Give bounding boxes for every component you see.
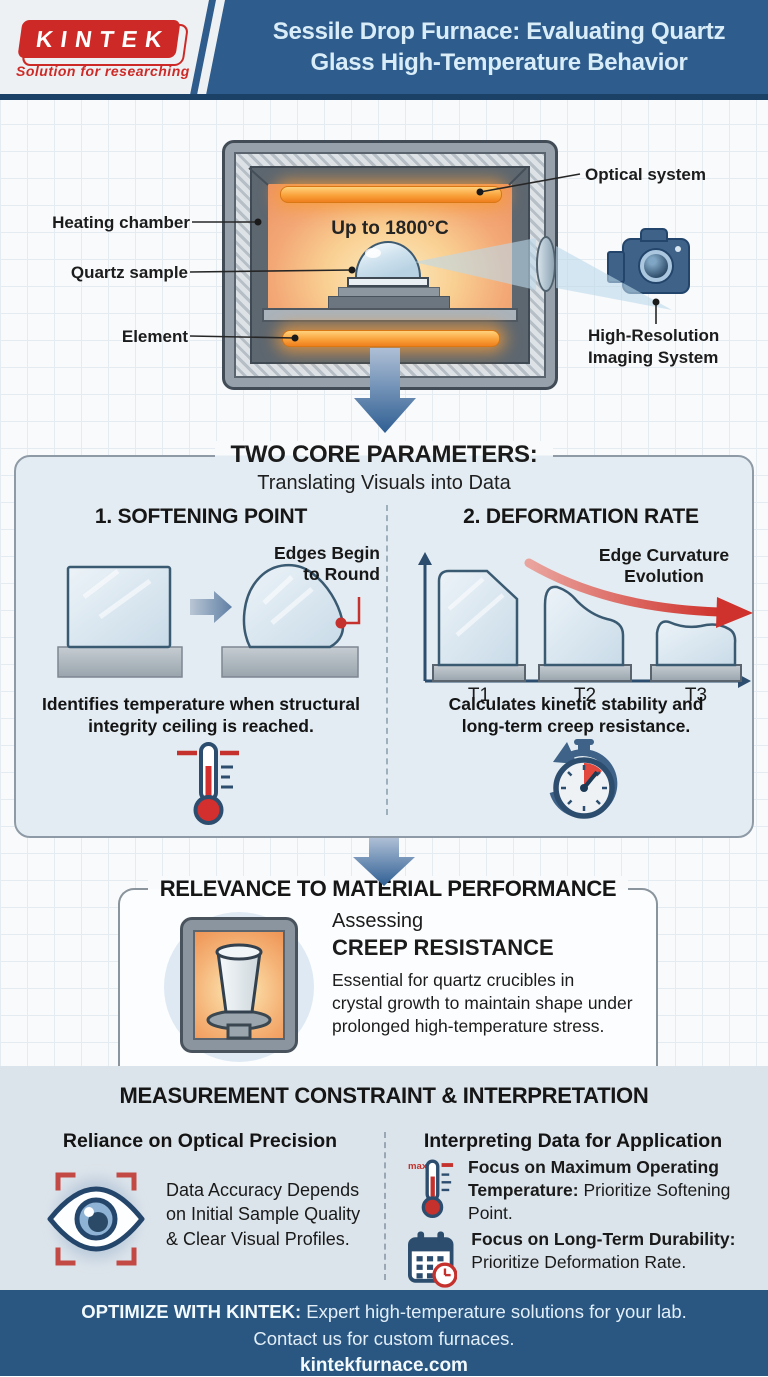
t1-highlight	[447, 577, 505, 637]
crucible-shape	[206, 943, 272, 1040]
curvature-evolution-arrow	[524, 558, 724, 617]
furnace-diagram: Up to 1800°C Heating chamber Quartz samp…	[0, 100, 768, 455]
deformation-description: Calculates kinetic stability and long-te…	[448, 694, 704, 737]
crucible-furnace-icon	[180, 917, 298, 1053]
measurement-title: MEASUREMENT CONSTRAINT & INTERPRETATION	[119, 1083, 649, 1108]
glass-block-before	[66, 565, 172, 649]
relevance-heading-prefix: Assessing	[332, 910, 424, 932]
y-axis-arrowhead	[418, 552, 432, 565]
max-label: max	[408, 1161, 428, 1172]
deformation-annotation: Edge Curvature Evolution	[598, 545, 730, 587]
sample-base-before	[57, 646, 183, 678]
relevance-heading-main: CREEP RESISTANCE	[332, 935, 554, 960]
logo-text: KINTEK	[34, 25, 172, 52]
label-heating-chamber: Heating chamber	[52, 213, 190, 232]
eye-icon	[47, 1172, 145, 1266]
camera-flash-dot	[675, 246, 681, 252]
blob-highlight	[262, 575, 314, 625]
softening-description: Identifies temperature when structural i…	[42, 694, 360, 737]
camera-icon	[607, 228, 690, 294]
interpreting-data-heading: Interpreting Data for Application	[423, 1130, 723, 1152]
softening-point-heading: 1. SOFTENING POINT	[94, 505, 308, 528]
relevance-panel: RELEVANCE TO MATERIAL PERFORMANCE Assess…	[118, 876, 658, 1068]
time-label-t3: T3	[684, 685, 708, 706]
logo-tagline: Solution for researching	[16, 63, 190, 79]
thermometer-icon	[177, 742, 239, 825]
core-parameters-subtitle: Translating Visuals into Data	[257, 472, 511, 494]
optical-lens	[536, 236, 556, 292]
t2-base	[538, 664, 632, 682]
header-blue-background	[205, 0, 768, 100]
stopwatch-icon	[549, 739, 618, 819]
optical-precision-description: Data Accuracy Depends on Initial Sample …	[166, 1180, 361, 1249]
temperature-label: Up to 1800°C	[331, 218, 449, 239]
kintek-logo: KINTEK	[17, 20, 181, 58]
dashed-divider	[384, 1132, 386, 1280]
footer-website: kintekfurnace.com	[300, 1355, 468, 1376]
t1-base	[432, 664, 526, 682]
relevance-text-block: Assessing CREEP RESISTANCE Essential for…	[332, 910, 647, 1037]
softening-point-diagram	[57, 564, 361, 678]
t3-sample-shape	[655, 620, 737, 667]
page-title: Sessile Drop Furnace: Evaluating Quartz …	[272, 17, 726, 76]
transition-arrow-icon	[190, 591, 232, 623]
curvature-arrowhead	[716, 597, 753, 628]
footer-contact: Contact us for custom furnaces.	[253, 1328, 515, 1349]
core-parameters-panel: TWO CORE PARAMETERS: Translating Visuals…	[14, 441, 754, 838]
camera-lens-ring	[638, 248, 674, 284]
header-underline	[0, 94, 768, 100]
furnace-outer-shell: Up to 1800°C	[222, 140, 558, 390]
time-label-t2: T2	[573, 685, 597, 706]
softening-annotation: Edges Begin to Round	[274, 543, 380, 585]
time-label-t1: T1	[467, 685, 491, 706]
glass-highlight	[82, 569, 152, 620]
sample-plate	[347, 277, 429, 287]
deformation-rate-heading: 2. DEFORMATION RATE	[463, 505, 699, 528]
label-quartz-sample: Quartz sample	[70, 263, 188, 282]
interpretation-item-durability: Focus on Long-Term Durability: Prioritiz…	[408, 1228, 748, 1290]
core-parameters-title: TWO CORE PARAMETERS:	[16, 441, 752, 469]
measurement-section: MEASUREMENT CONSTRAINT & INTERPRETATION …	[0, 1066, 768, 1290]
footer-banner: OPTIMIZE WITH KINTEK: Expert high-temper…	[0, 1290, 768, 1376]
footer-cta: OPTIMIZE WITH KINTEK: Expert high-temper…	[81, 1301, 687, 1322]
dashed-divider	[386, 505, 388, 815]
interpretation-text-durability: Focus on Long-Term Durability: Prioritiz…	[471, 1229, 736, 1272]
sample-base-after	[221, 646, 359, 678]
t3-base	[650, 664, 742, 682]
interpretation-item-temperature: max Focus on Maximum Operating Temperatu…	[408, 1156, 748, 1224]
furnace-chamber-wall: Up to 1800°C	[250, 166, 530, 364]
label-element: Element	[121, 327, 188, 346]
relevance-title: RELEVANCE TO MATERIAL PERFORMANCE	[80, 876, 696, 902]
chamber-floor	[262, 308, 518, 322]
optical-precision-heading: Reliance on Optical Precision	[62, 1130, 338, 1152]
header-banner: KINTEK Solution for researching Sessile …	[0, 0, 768, 100]
thermometer-max-icon: max	[408, 1159, 454, 1219]
camera-hump	[640, 228, 668, 242]
annotation-leader	[341, 597, 361, 625]
calendar-clock-icon	[408, 1231, 458, 1288]
edge-round-marker	[335, 617, 347, 629]
interpretation-text-temperature: Focus on Maximum Operating Temperature: …	[468, 1157, 731, 1223]
label-optical-system: Optical system	[585, 165, 706, 184]
t2-sample-shape	[543, 585, 625, 667]
camera-lens-barrel	[607, 251, 625, 283]
relevance-description: Essential for quartz crucibles in crysta…	[332, 970, 633, 1036]
deformation-rate-diagram	[418, 552, 753, 688]
heating-element-top	[280, 186, 502, 203]
heating-element-bottom	[282, 330, 500, 347]
label-imaging-system: High-Resolution Imaging System	[588, 326, 720, 368]
